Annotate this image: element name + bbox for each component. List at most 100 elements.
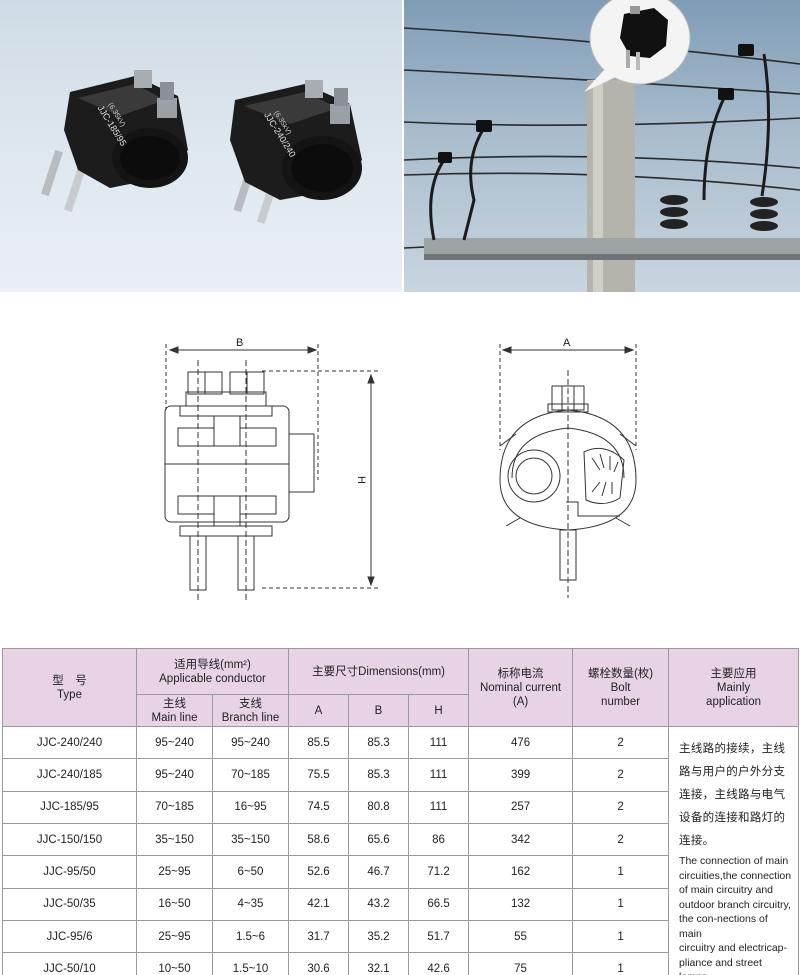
cell-application: 主线路的接续，主线 路与用户的户外分支 连接，主线路与电气 设备的连接和路灯的 … — [668, 726, 800, 975]
cell-dim-a: 42.1 — [288, 887, 350, 921]
header-type: 型 号 Type — [2, 648, 137, 727]
cell-main-line: 35~150 — [136, 822, 213, 857]
cell-type: JJC-50/35 — [2, 887, 137, 921]
header-conductor: 适用导线(mm²) Applicable conductor — [135, 648, 290, 695]
header-branch-line: 支线 Branch line — [211, 694, 290, 727]
cell-current: 399 — [468, 758, 574, 792]
cell-dim-h: 71.2 — [408, 855, 470, 889]
cell-branch-line: 95~240 — [211, 725, 290, 760]
cell-main-line: 95~240 — [136, 758, 213, 792]
table-row: JJC-50/35 16~50 4~35 42.1 43.2 66.5 132 … — [2, 887, 799, 921]
installation-photo-art — [404, 0, 800, 292]
header-dim-h: H — [408, 694, 470, 727]
cell-branch-line: 35~150 — [211, 822, 290, 857]
product-photo-art: JJC-185/95 (6.35kV) JJC-240/240 (6.35kV) — [41, 70, 362, 225]
dimension-h-label: H — [355, 476, 367, 484]
technical-drawings: B H A — [0, 330, 800, 610]
cell-dim-b: 32.1 — [348, 952, 410, 975]
cell-dim-b: 65.6 — [348, 822, 410, 857]
cell-dim-b: 85.3 — [348, 758, 410, 792]
dimension-b-label: B — [236, 337, 243, 349]
insulator-icon — [660, 195, 778, 231]
cell-main-line: 25~95 — [136, 855, 213, 889]
cell-dim-h: 111 — [408, 790, 470, 824]
cell-branch-line: 6~50 — [211, 855, 290, 889]
technical-drawings-art: B H A — [164, 337, 637, 600]
cell-bolt: 2 — [572, 790, 670, 824]
cell-dim-b: 43.2 — [348, 887, 410, 921]
cell-type: JJC-240/240 — [2, 725, 137, 760]
cell-type: JJC-240/185 — [2, 758, 137, 792]
cell-bolt: 1 — [572, 855, 670, 889]
crossarm-icon — [424, 238, 800, 254]
wire-connector-icon — [438, 44, 754, 163]
table-row: JJC-95/50 25~95 6~50 52.6 46.7 71.2 162 … — [2, 855, 799, 889]
cell-current: 162 — [468, 855, 574, 889]
table-row: JJC-240/185 95~240 70~185 75.5 85.3 111 … — [2, 758, 799, 792]
cell-branch-line: 4~35 — [211, 887, 290, 921]
cell-current: 55 — [468, 919, 574, 954]
header-dim-a: A — [288, 694, 350, 727]
cell-current: 476 — [468, 725, 574, 760]
application-zh: 主线路的接续，主线 路与用户的户外分支 连接，主线路与电气 设备的连接和路灯的 … — [679, 741, 786, 847]
cell-type: JJC-50/10 — [2, 952, 137, 975]
installation-photo — [404, 0, 800, 292]
cell-main-line: 95~240 — [136, 725, 213, 760]
cell-main-line: 25~95 — [136, 919, 213, 954]
header-main-line: 主线 Main line — [136, 694, 213, 727]
cell-bolt: 1 — [572, 919, 670, 954]
cell-bolt: 2 — [572, 758, 670, 792]
connector-1-icon — [41, 70, 188, 212]
cell-bolt: 1 — [572, 887, 670, 921]
cell-dim-a: 30.6 — [288, 952, 350, 975]
cell-dim-h: 86 — [408, 822, 470, 857]
cell-dim-a: 31.7 — [288, 919, 350, 954]
cell-type: JJC-185/95 — [2, 790, 137, 824]
connector-2-icon — [230, 80, 362, 225]
magnified-inset — [584, 0, 691, 92]
cell-dim-a: 74.5 — [288, 790, 350, 824]
cell-dim-h: 42.6 — [408, 952, 470, 975]
specification-table: 型 号 Type 适用导线(mm²) Applicable conductor … — [2, 648, 800, 975]
cell-current: 257 — [468, 790, 574, 824]
cell-dim-b: 35.2 — [348, 919, 410, 954]
cell-dim-h: 111 — [408, 758, 470, 792]
application-en: The connection of main circuities,the co… — [679, 855, 792, 975]
header-dim-b: B — [348, 694, 410, 727]
table-row: JJC-150/150 35~150 35~150 58.6 65.6 86 3… — [2, 822, 799, 857]
cell-current: 342 — [468, 822, 574, 857]
cell-dim-h: 111 — [408, 725, 470, 760]
dimension-a-label: A — [563, 337, 571, 349]
cell-bolt: 2 — [572, 725, 670, 760]
cell-bolt: 1 — [572, 952, 670, 975]
cell-type: JJC-150/150 — [2, 822, 137, 857]
cell-dim-a: 85.5 — [288, 725, 350, 760]
header-application: 主要应用 Mainly application — [668, 648, 800, 727]
header-dimensions: 主要尺寸Dimensions(mm) — [288, 648, 470, 695]
header-bolt-number: 螺栓数量(枚) Bolt number — [572, 648, 670, 727]
table-row: JJC-50/10 10~50 1.5~10 30.6 32.1 42.6 75… — [2, 952, 799, 975]
table-row: JJC-240/240 95~240 95~240 85.5 85.3 111 … — [2, 725, 800, 975]
cell-main-line: 16~50 — [136, 887, 213, 921]
cell-dim-a: 75.5 — [288, 758, 350, 792]
cell-dim-b: 46.7 — [348, 855, 410, 889]
cell-current: 132 — [468, 887, 574, 921]
cell-branch-line: 1.5~10 — [211, 952, 290, 975]
cell-main-line: 10~50 — [136, 952, 213, 975]
header-nominal-current: 标称电流 Nominal current (A) — [468, 648, 574, 727]
cell-branch-line: 16~95 — [211, 790, 290, 824]
cell-bolt: 2 — [572, 822, 670, 857]
table-row: JJC-185/95 70~185 16~95 74.5 80.8 111 25… — [2, 790, 799, 824]
cell-dim-b: 80.8 — [348, 790, 410, 824]
cell-dim-a: 52.6 — [288, 855, 350, 889]
cell-type: JJC-95/6 — [2, 919, 137, 954]
cell-branch-line: 1.5~6 — [211, 919, 290, 954]
cell-dim-h: 66.5 — [408, 887, 470, 921]
cell-dim-b: 85.3 — [348, 725, 410, 760]
cell-dim-h: 51.7 — [408, 919, 470, 954]
cell-type: JJC-95/50 — [2, 855, 137, 889]
product-photo: JJC-185/95 (6.35kV) JJC-240/240 (6.35kV) — [0, 0, 402, 292]
cell-main-line: 70~185 — [136, 790, 213, 824]
cell-dim-a: 58.6 — [288, 822, 350, 857]
cell-branch-line: 70~185 — [211, 758, 290, 792]
